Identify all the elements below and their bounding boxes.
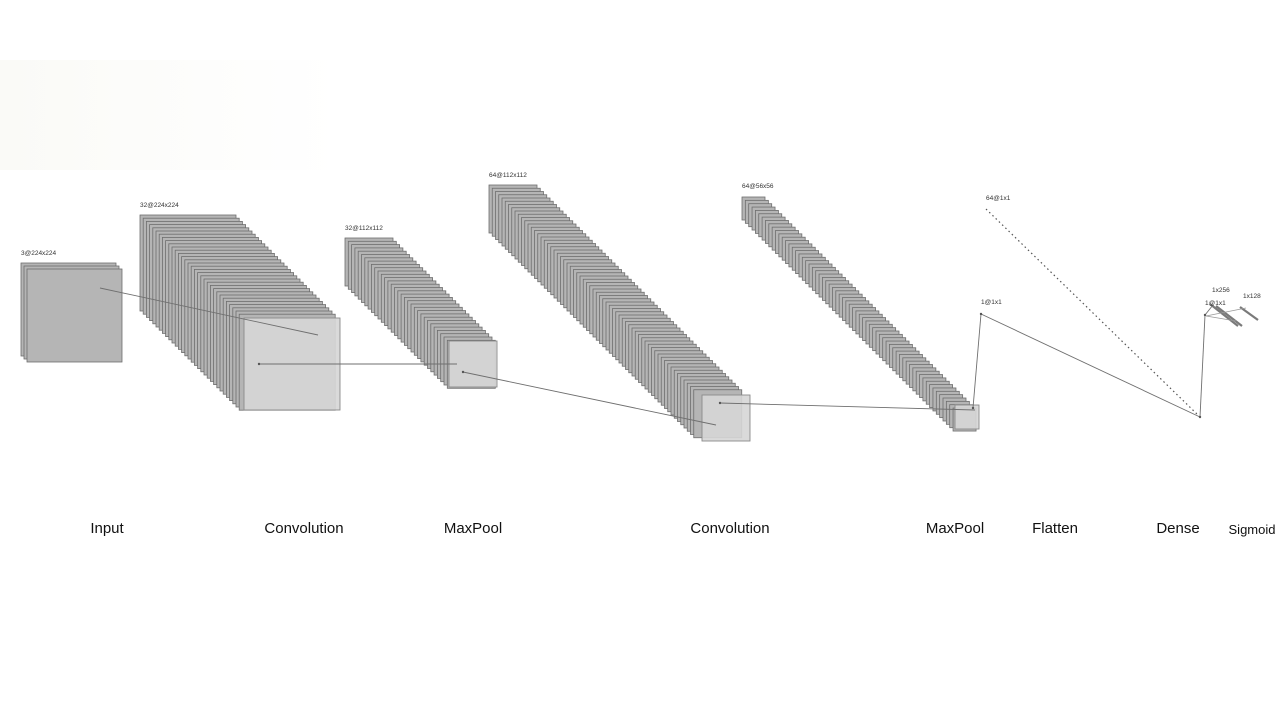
dense-vector-bar-back [1215,305,1243,327]
stage-label-conv1: Convolution [264,520,344,537]
sigmoid-fan-line [1205,307,1247,317]
connector-dot [461,370,465,374]
dim-label-flatten-point: 1@1x1 [981,299,1002,306]
feature-map-stack-pool1 [344,237,496,389]
dim-label-dense-vector: 1x256 [1212,287,1230,294]
dim-label-input: 3@224x224 [21,250,57,257]
dense-fan-line [1205,315,1237,322]
connector-line [1199,314,1206,418]
connector-dot [971,406,975,410]
flatten-dotted-line [985,208,1200,417]
connector-lines [99,208,1259,426]
connector-line [972,313,982,409]
dense-vector-bar [1209,303,1239,327]
dim-label-dense-point: 1@1x1 [1205,300,1226,307]
connector-dot [718,401,722,405]
stage-label-pool2: MaxPool [925,520,985,537]
feature-map [26,268,123,363]
dim-label-conv2: 64@112x112 [489,172,527,179]
connector-line [719,402,976,411]
connector-line [462,371,717,426]
stage-label-input: Input [90,520,124,537]
stage-label-conv2: Convolution [690,520,770,537]
connector-line [99,287,319,336]
connector-dot [257,362,261,366]
connector-line [980,313,1201,418]
background-haze [0,60,340,170]
sigmoid-vector-bar [1239,306,1259,321]
stage-label-dense: Dense [1156,520,1200,537]
connector-dot [1203,313,1207,317]
feature-map-stack-pool2 [741,196,977,432]
kernel-box-conv2 [701,394,751,442]
kernel-box-pool2 [954,404,980,430]
connector-dot [1198,415,1202,419]
dim-label-conv1: 32@224x224 [140,202,179,209]
dim-label-sigmoid-vector: 1x128 [1243,293,1261,300]
connector-dot [979,312,983,316]
dim-label-flatten-top: 64@1x1 [986,195,1011,202]
dim-label-pool1: 32@112x112 [345,225,383,232]
stage-label-flatten: Flatten [1032,520,1078,537]
feature-map-stacks [20,184,977,439]
feature-map-stack-input [20,262,123,363]
stage-label-pool1: MaxPool [443,520,503,537]
stage-label-sigmoid: Sigmoid [1228,522,1276,537]
dim-label-pool2: 64@56x56 [742,183,774,190]
